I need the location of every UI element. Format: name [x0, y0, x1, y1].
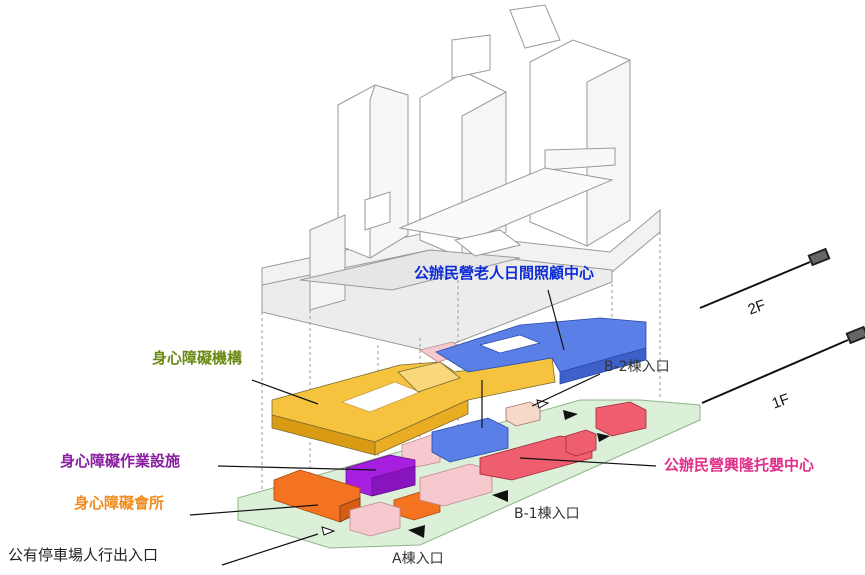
floor-2f-line: [699, 261, 811, 309]
arrow-b1: [492, 490, 508, 502]
label-nursery-center: 公辦民營興隆托嬰中心: [664, 456, 815, 474]
label-parking-entrance: 公有停車場人行出入口: [8, 546, 159, 564]
leader-lines: [189, 289, 657, 566]
arrow-b2: [563, 410, 578, 420]
arrow-a: [408, 525, 425, 538]
label-disability-organization: 身心障礙機構: [152, 349, 243, 367]
arrow-b2-secondary: [597, 433, 610, 442]
floor-1f-line: [701, 339, 849, 404]
label-work-facility: 身心障礙作業設施: [60, 452, 181, 470]
label-disability-hall: 身心障礙會所: [74, 494, 165, 512]
floor-1f-blocks: [273, 401, 647, 537]
label-elderly-center: 公辦民營老人日間照顧中心: [414, 264, 595, 282]
floor-2f-blocks: [271, 317, 647, 471]
upper-building-wireframe: [261, 4, 661, 353]
label-b1-entrance: B-1棟入口: [514, 506, 580, 522]
label-a-entrance: A棟入口: [392, 551, 444, 567]
label-b2-entrance: B-2棟入口: [604, 359, 670, 375]
floor-indicators: [699, 247, 865, 404]
arrow-parking: [321, 526, 336, 536]
